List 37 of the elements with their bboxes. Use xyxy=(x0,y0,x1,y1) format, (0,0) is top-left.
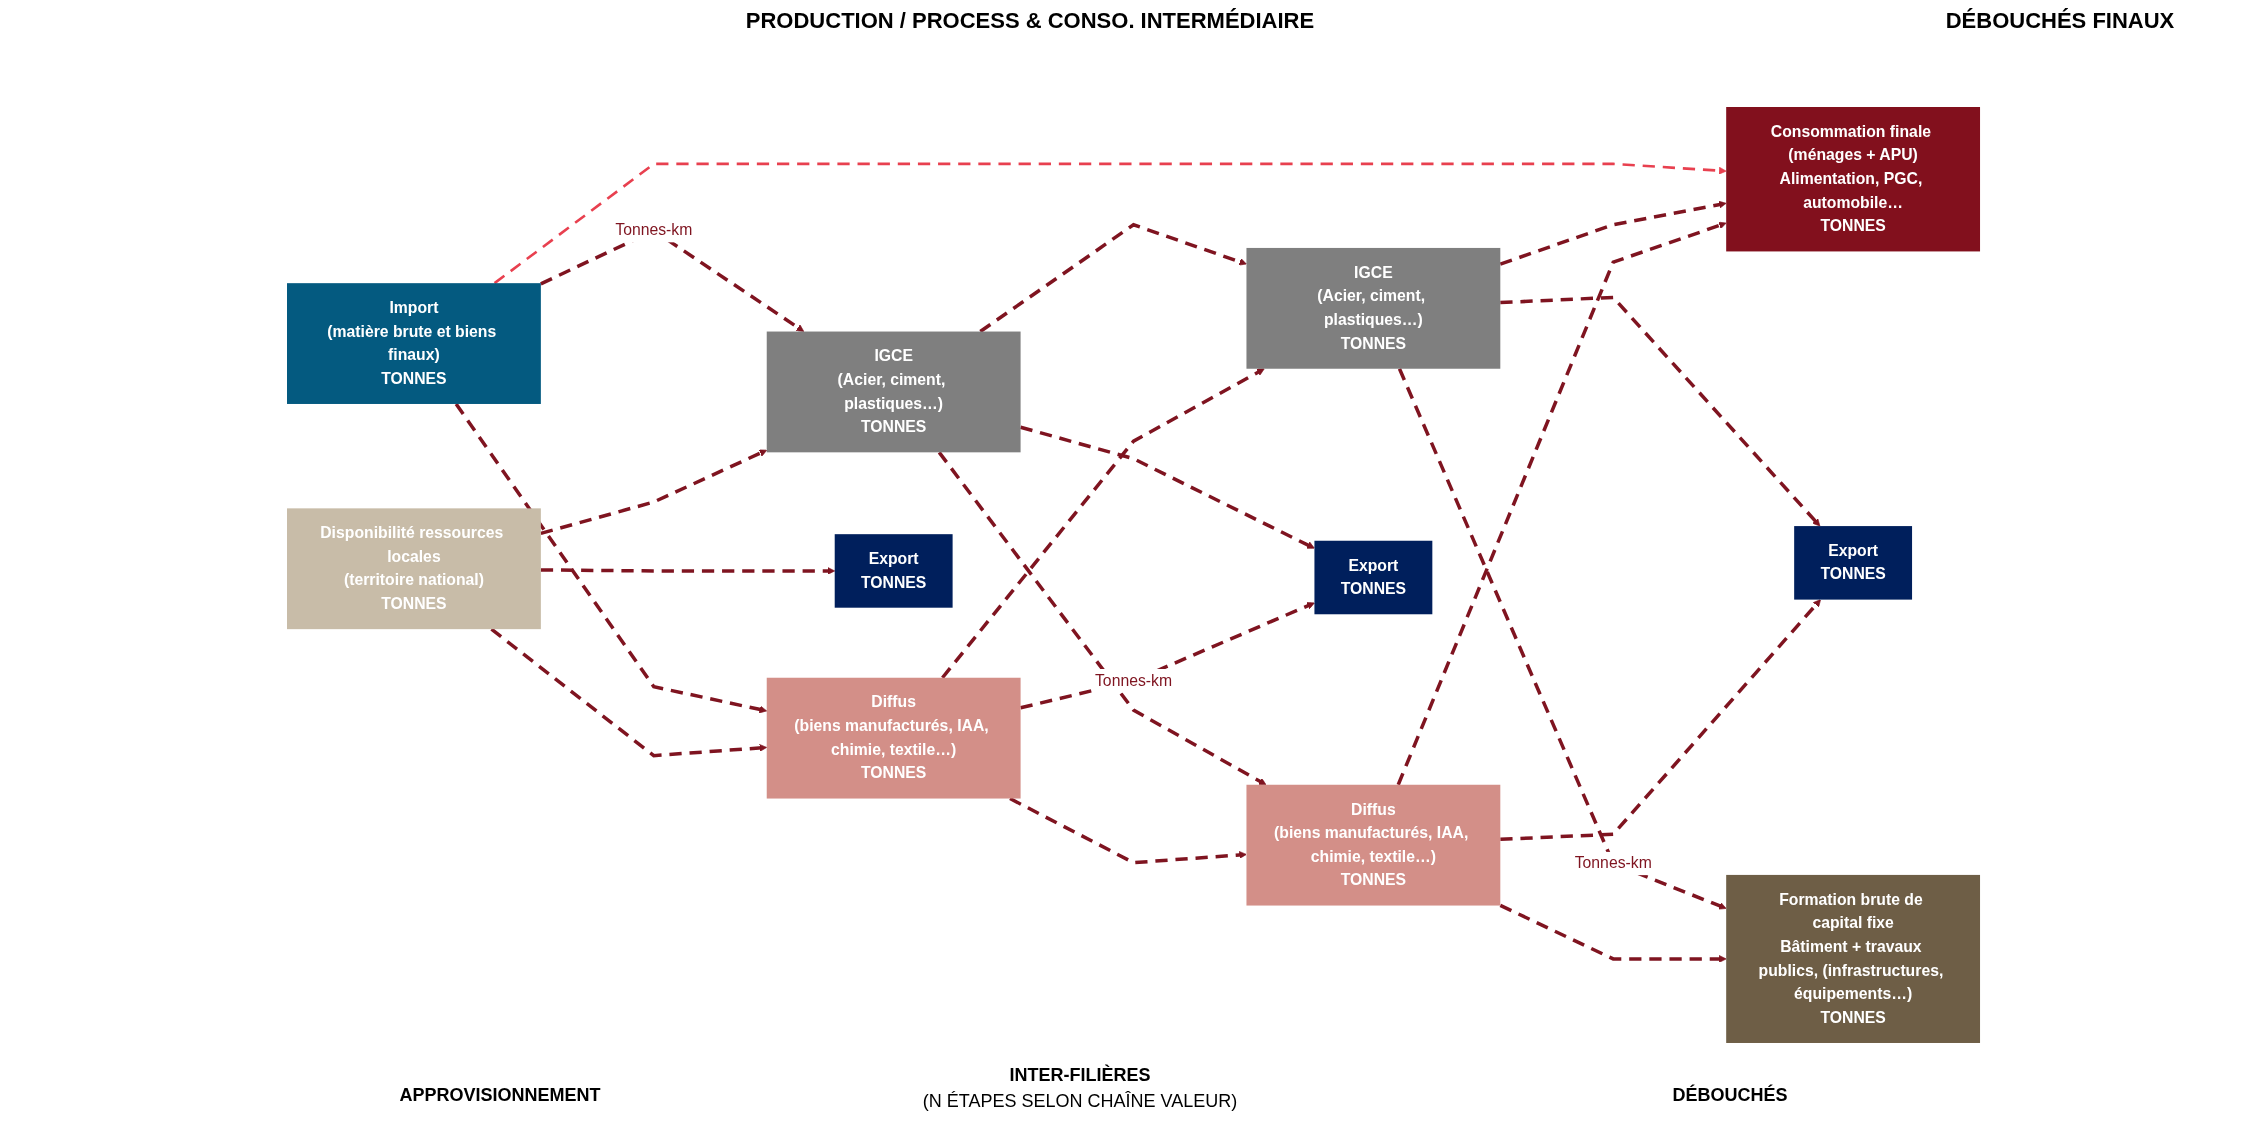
arrow xyxy=(1020,425,1315,549)
node-box: IGCE (Acier, ciment, plastiques…) TONNES xyxy=(1246,247,1501,369)
node-box: Disponibilité ressources locales (territoire national) TONNES xyxy=(287,508,541,630)
node-box: Consommation finale (ménages + APU) Alimentation, PGC, automobile… TONNES xyxy=(1726,107,1980,252)
column-heading: INTER-FILIÈRES xyxy=(1008,1065,1152,1086)
arrow xyxy=(540,567,836,575)
arrow xyxy=(1397,368,1727,910)
node-box: Diffus (biens manufacturés, IAA, chimie, textile…) TONNES xyxy=(1246,784,1501,906)
arrow xyxy=(1499,903,1727,963)
column-heading: DÉBOUCHÉS FINAUX xyxy=(1944,8,2176,34)
arrow xyxy=(979,222,1247,333)
arrow xyxy=(1396,221,1727,786)
arrow xyxy=(937,451,1267,786)
arrow xyxy=(540,449,768,536)
node-box: Import (matière brute et biens finaux) TONNES xyxy=(287,283,541,404)
arrow xyxy=(1499,200,1727,266)
column-heading: PRODUCTION / PROCESS & CONSO. INTERMÉDIAIRE xyxy=(744,8,1316,34)
arrow xyxy=(490,627,768,758)
arrow xyxy=(1500,295,1821,527)
node-box: Diffus (biens manufacturés, IAA, chimie, textile…) TONNES xyxy=(766,677,1021,799)
node-box: IGCE (Acier, ciment, plastiques…) TONNES xyxy=(766,331,1021,453)
arrow xyxy=(454,402,768,714)
node-box: Export TONNES xyxy=(834,534,953,608)
arrow xyxy=(1009,797,1247,865)
arrow xyxy=(493,162,1727,285)
arrow xyxy=(1020,602,1315,710)
column-heading: DÉBOUCHÉS xyxy=(1671,1085,1789,1106)
edge-label: Tonnes-km xyxy=(1574,854,1652,872)
footnote-text: (N ÉTAPES SELON CHAÎNE VALEUR) xyxy=(921,1091,1239,1112)
node-box: Formation brute de capital fixe Bâtiment + travaux publics, (infrastructures, équipements…) TONNES xyxy=(1726,874,1980,1043)
edge-label: Tonnes-km xyxy=(1094,671,1173,690)
node-box: Export TONNES xyxy=(1794,526,1913,600)
edge-label: Tonnes-km xyxy=(615,221,693,239)
arrow xyxy=(941,368,1265,679)
column-heading: APPROVISIONNEMENT xyxy=(398,1085,602,1106)
node-box: Export TONNES xyxy=(1314,540,1433,615)
arrow xyxy=(1500,599,1821,842)
